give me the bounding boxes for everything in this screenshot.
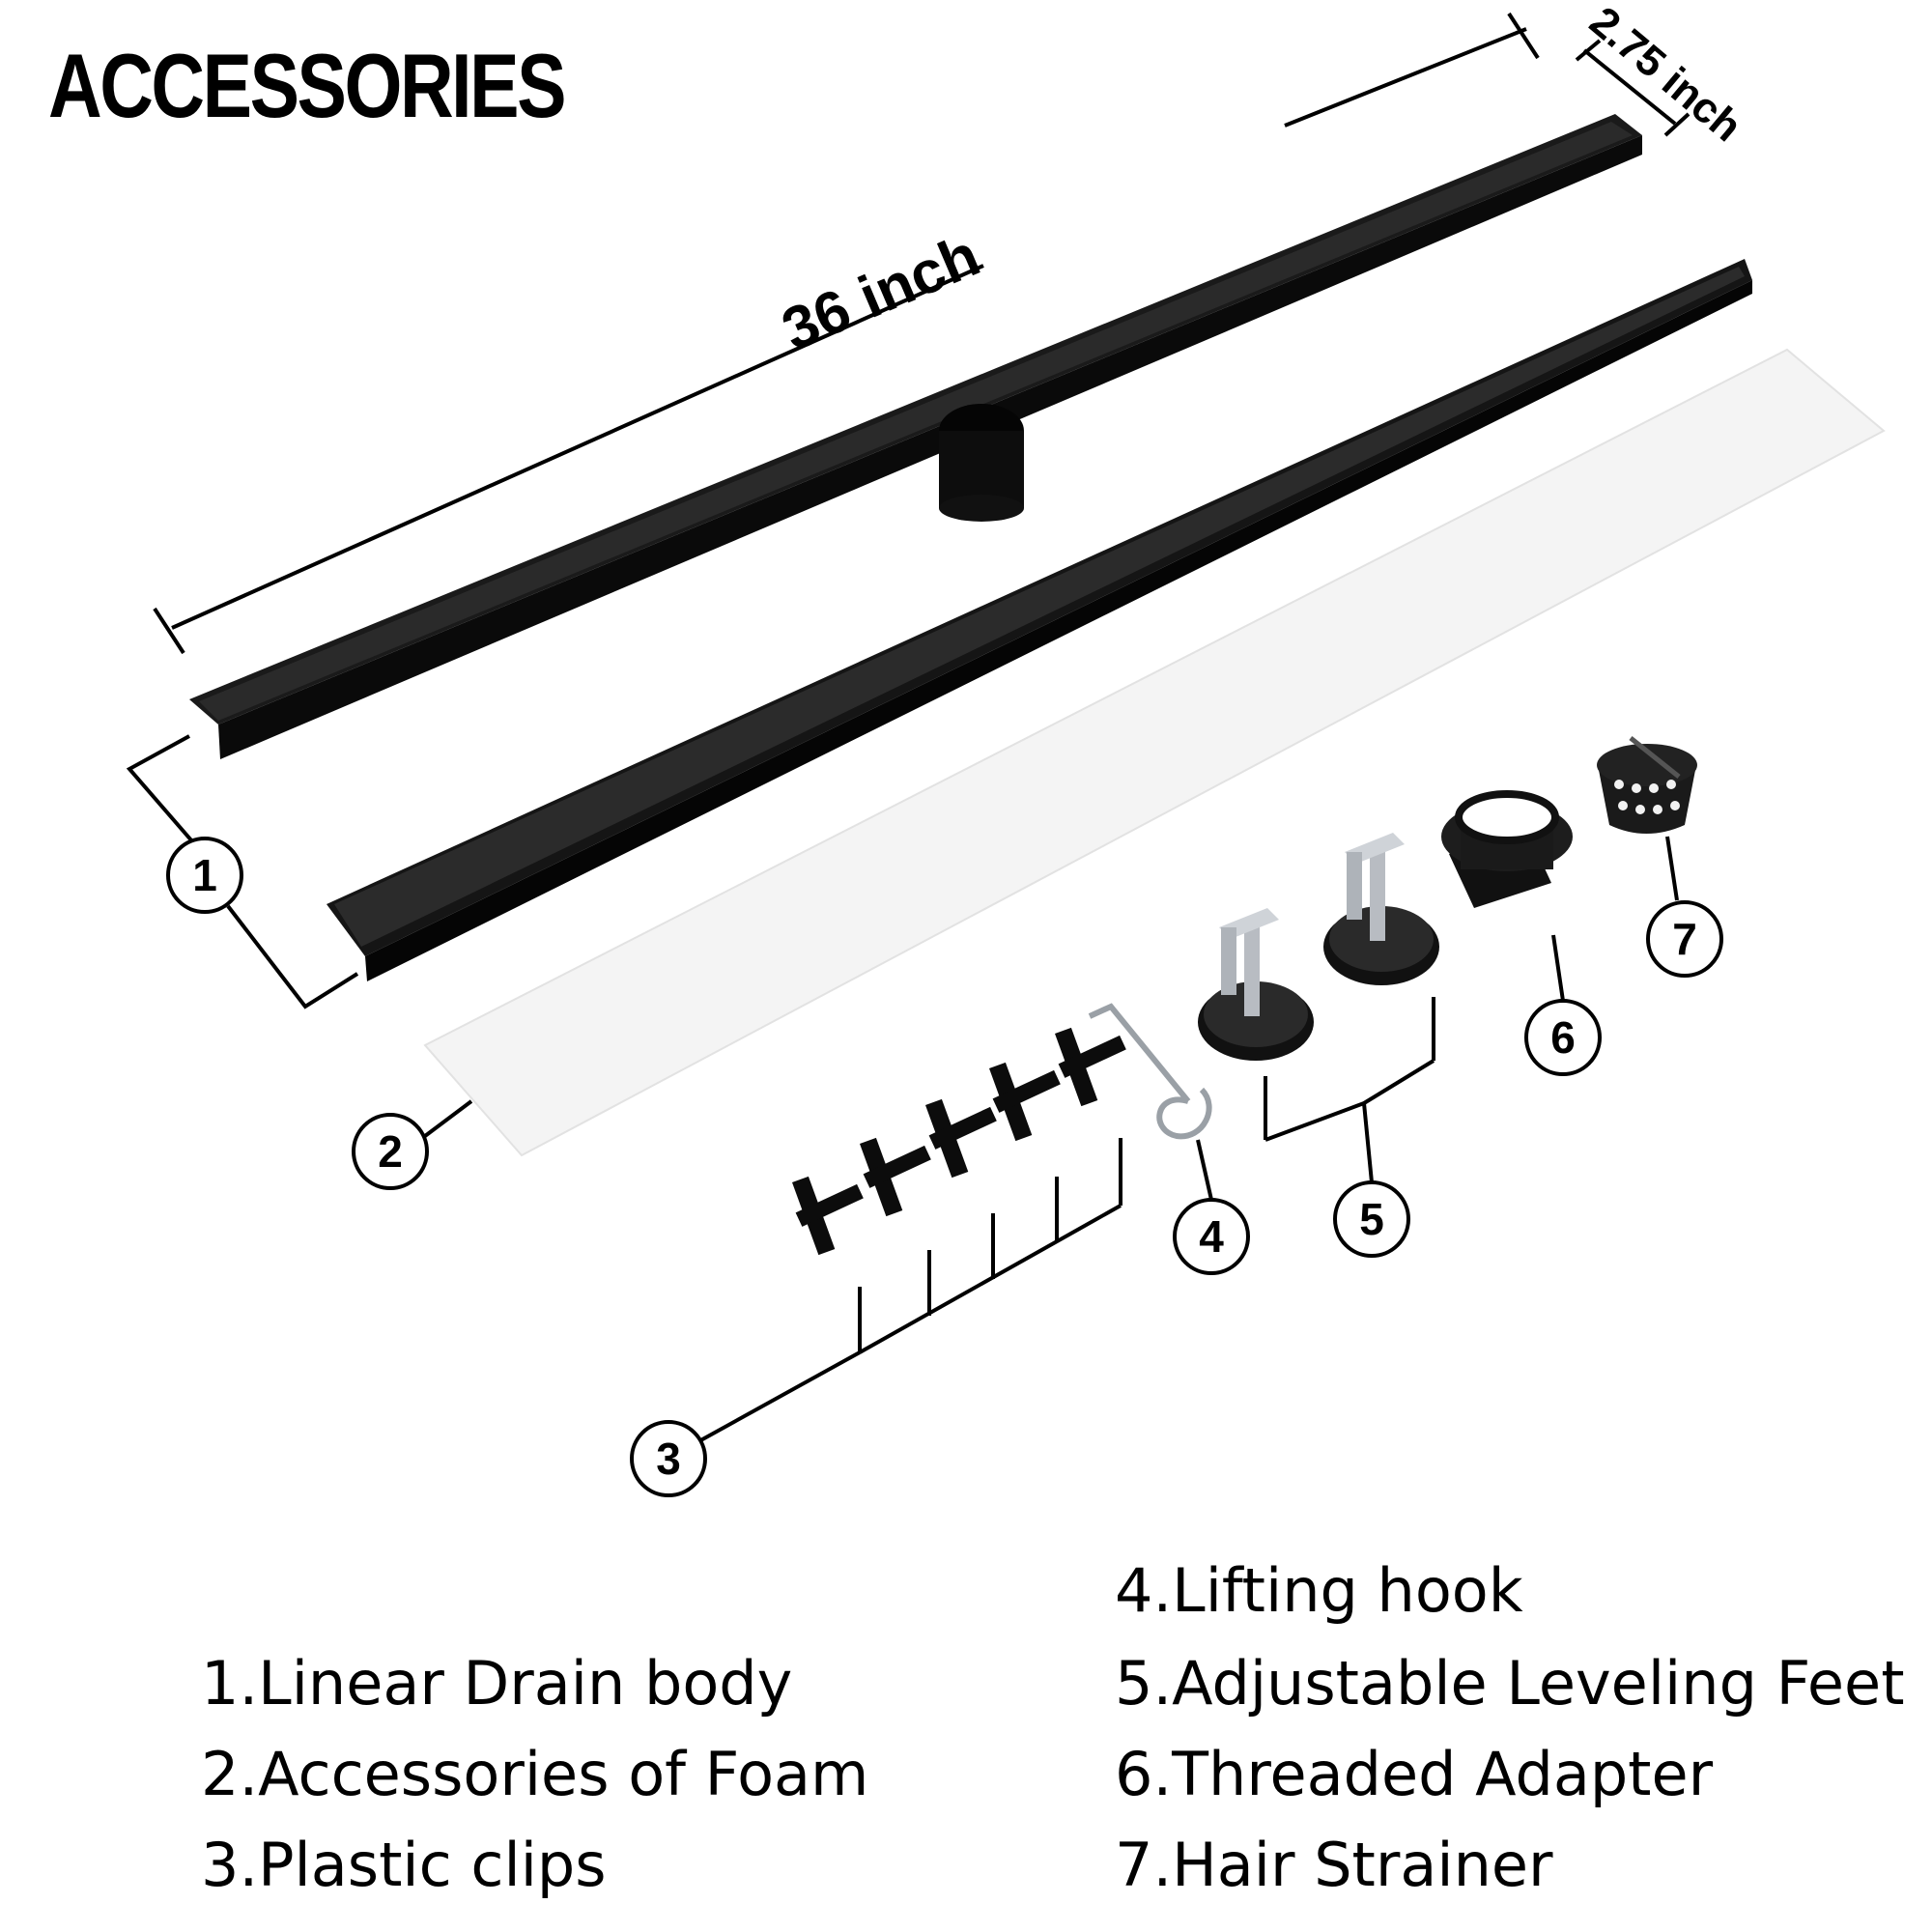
leveling-foot [1323,833,1439,985]
lifting-hook [1088,1003,1212,1140]
plastic-clips [792,1027,1126,1256]
page-title: ACCESSORIES [48,35,566,136]
callout-3: 3 [630,1420,707,1497]
legend-item-1: 1.Linear Drain body [201,1648,793,1719]
callout-2-leader [423,1099,473,1138]
callout-6: 6 [1524,999,1602,1076]
callout-4: 4 [1173,1198,1250,1275]
callout-7: 7 [1646,900,1723,978]
callout-2: 2 [352,1113,429,1190]
threaded-adapter [1441,790,1573,908]
plastic-clip [925,1098,997,1179]
callout-7-leader [1665,836,1679,901]
callout-4-leader [1196,1139,1213,1201]
leveling-foot [1198,908,1314,1061]
svg-text:6: 6 [1550,1012,1576,1063]
plastic-clip [860,1137,931,1217]
svg-text:7: 7 [1672,914,1697,964]
callout-3-leader [695,1138,1122,1445]
svg-text:1: 1 [192,850,217,900]
svg-text:4: 4 [1199,1211,1224,1262]
callout-5-leader [1264,997,1435,1183]
plastic-clip [792,1176,864,1256]
callout-5: 5 [1333,1180,1410,1258]
legend-item-4: 4.Lifting hook [1115,1555,1523,1626]
foam-strip [423,348,1886,1157]
svg-text:5: 5 [1359,1194,1384,1244]
legend-item-6: 6.Threaded Adapter [1115,1739,1714,1809]
length-dimension [153,12,1540,655]
callout-1-leader [126,734,359,1009]
drain-grate [327,259,1752,981]
legend-item-7: 7.Hair Strainer [1115,1830,1553,1900]
plastic-clip [1055,1027,1126,1107]
callout-1: 1 [166,837,243,914]
callout-6-leader [1551,934,1565,1002]
hair-strainer [1597,736,1697,834]
svg-text:2: 2 [378,1126,403,1177]
legend-item-3: 3.Plastic clips [201,1830,607,1900]
svg-text:3: 3 [656,1434,681,1484]
plastic-clip [989,1062,1061,1142]
linear-drain-body [189,114,1642,759]
length-label: 36 inch [773,222,989,364]
legend-item-5: 5.Adjustable Leveling Feet [1115,1648,1905,1719]
width-dimension [1575,39,1690,137]
legend-item-2: 2.Accessories of Foam [201,1739,869,1809]
